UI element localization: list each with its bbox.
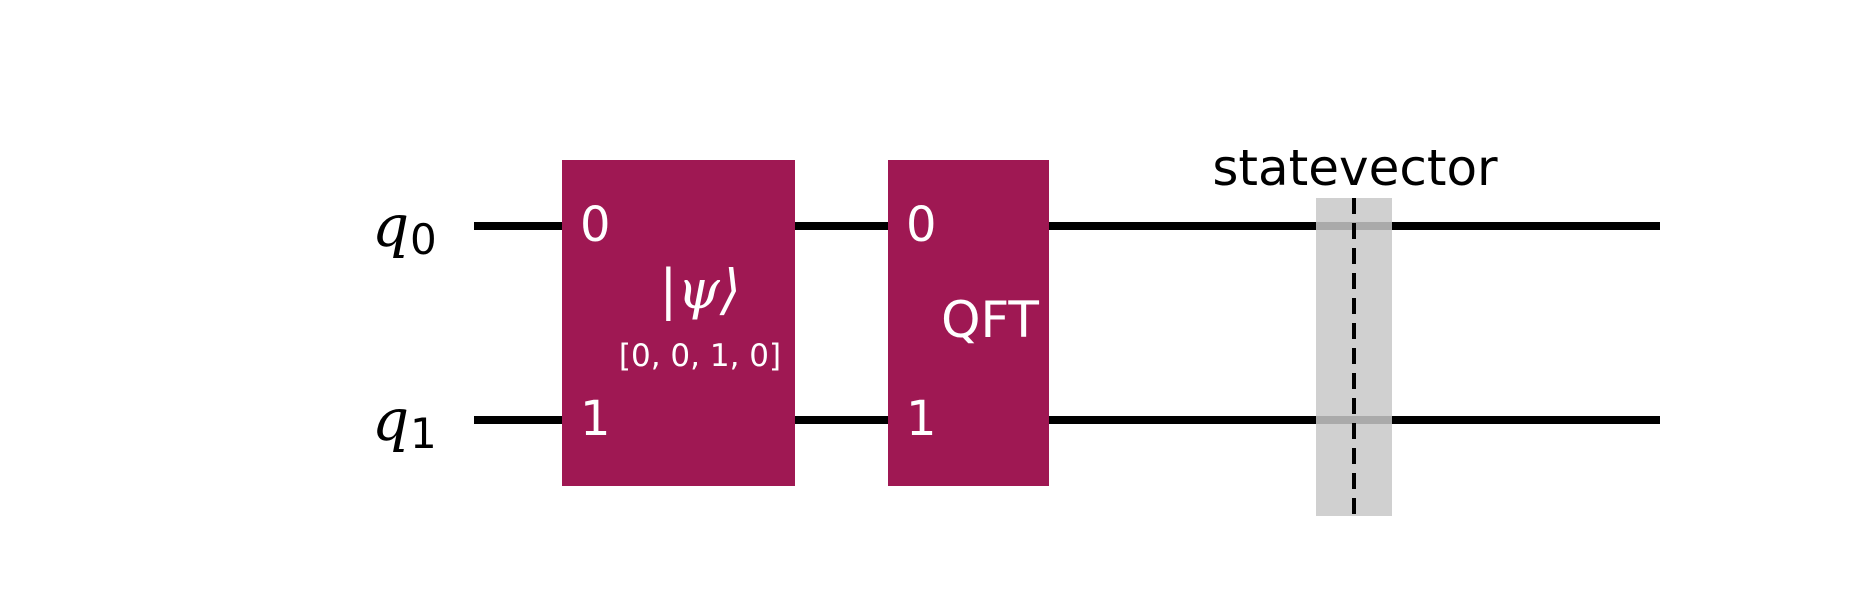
qubit-label-q1-name: q	[372, 386, 409, 454]
qft-gate: 0 1 QFT	[888, 160, 1049, 486]
qubit-label-q1-index: 1	[410, 409, 437, 458]
barrier-label: statevector	[1212, 139, 1498, 197]
state-prep-label: |ψ⟩	[659, 258, 741, 321]
qubit-label-q0-name: q	[372, 192, 409, 260]
qft-pin-1: 1	[906, 391, 937, 447]
state-prep-gate: 0 1 |ψ⟩ [0, 0, 1, 0]	[562, 160, 795, 486]
qft-gate-box	[888, 160, 1049, 486]
qubit-label-q0-index: 0	[410, 215, 437, 264]
statevector-barrier: statevector	[1212, 139, 1498, 516]
state-prep-pin-0: 0	[580, 197, 611, 253]
qft-label: QFT	[941, 291, 1039, 349]
qubit-label-q1: q 1	[372, 386, 437, 458]
state-prep-pin-1: 1	[580, 391, 611, 447]
state-prep-params: [0, 0, 1, 0]	[619, 338, 781, 374]
state-prep-gate-box	[562, 160, 795, 486]
qubit-label-q0: q 0	[372, 192, 437, 264]
qft-pin-0: 0	[906, 197, 937, 253]
